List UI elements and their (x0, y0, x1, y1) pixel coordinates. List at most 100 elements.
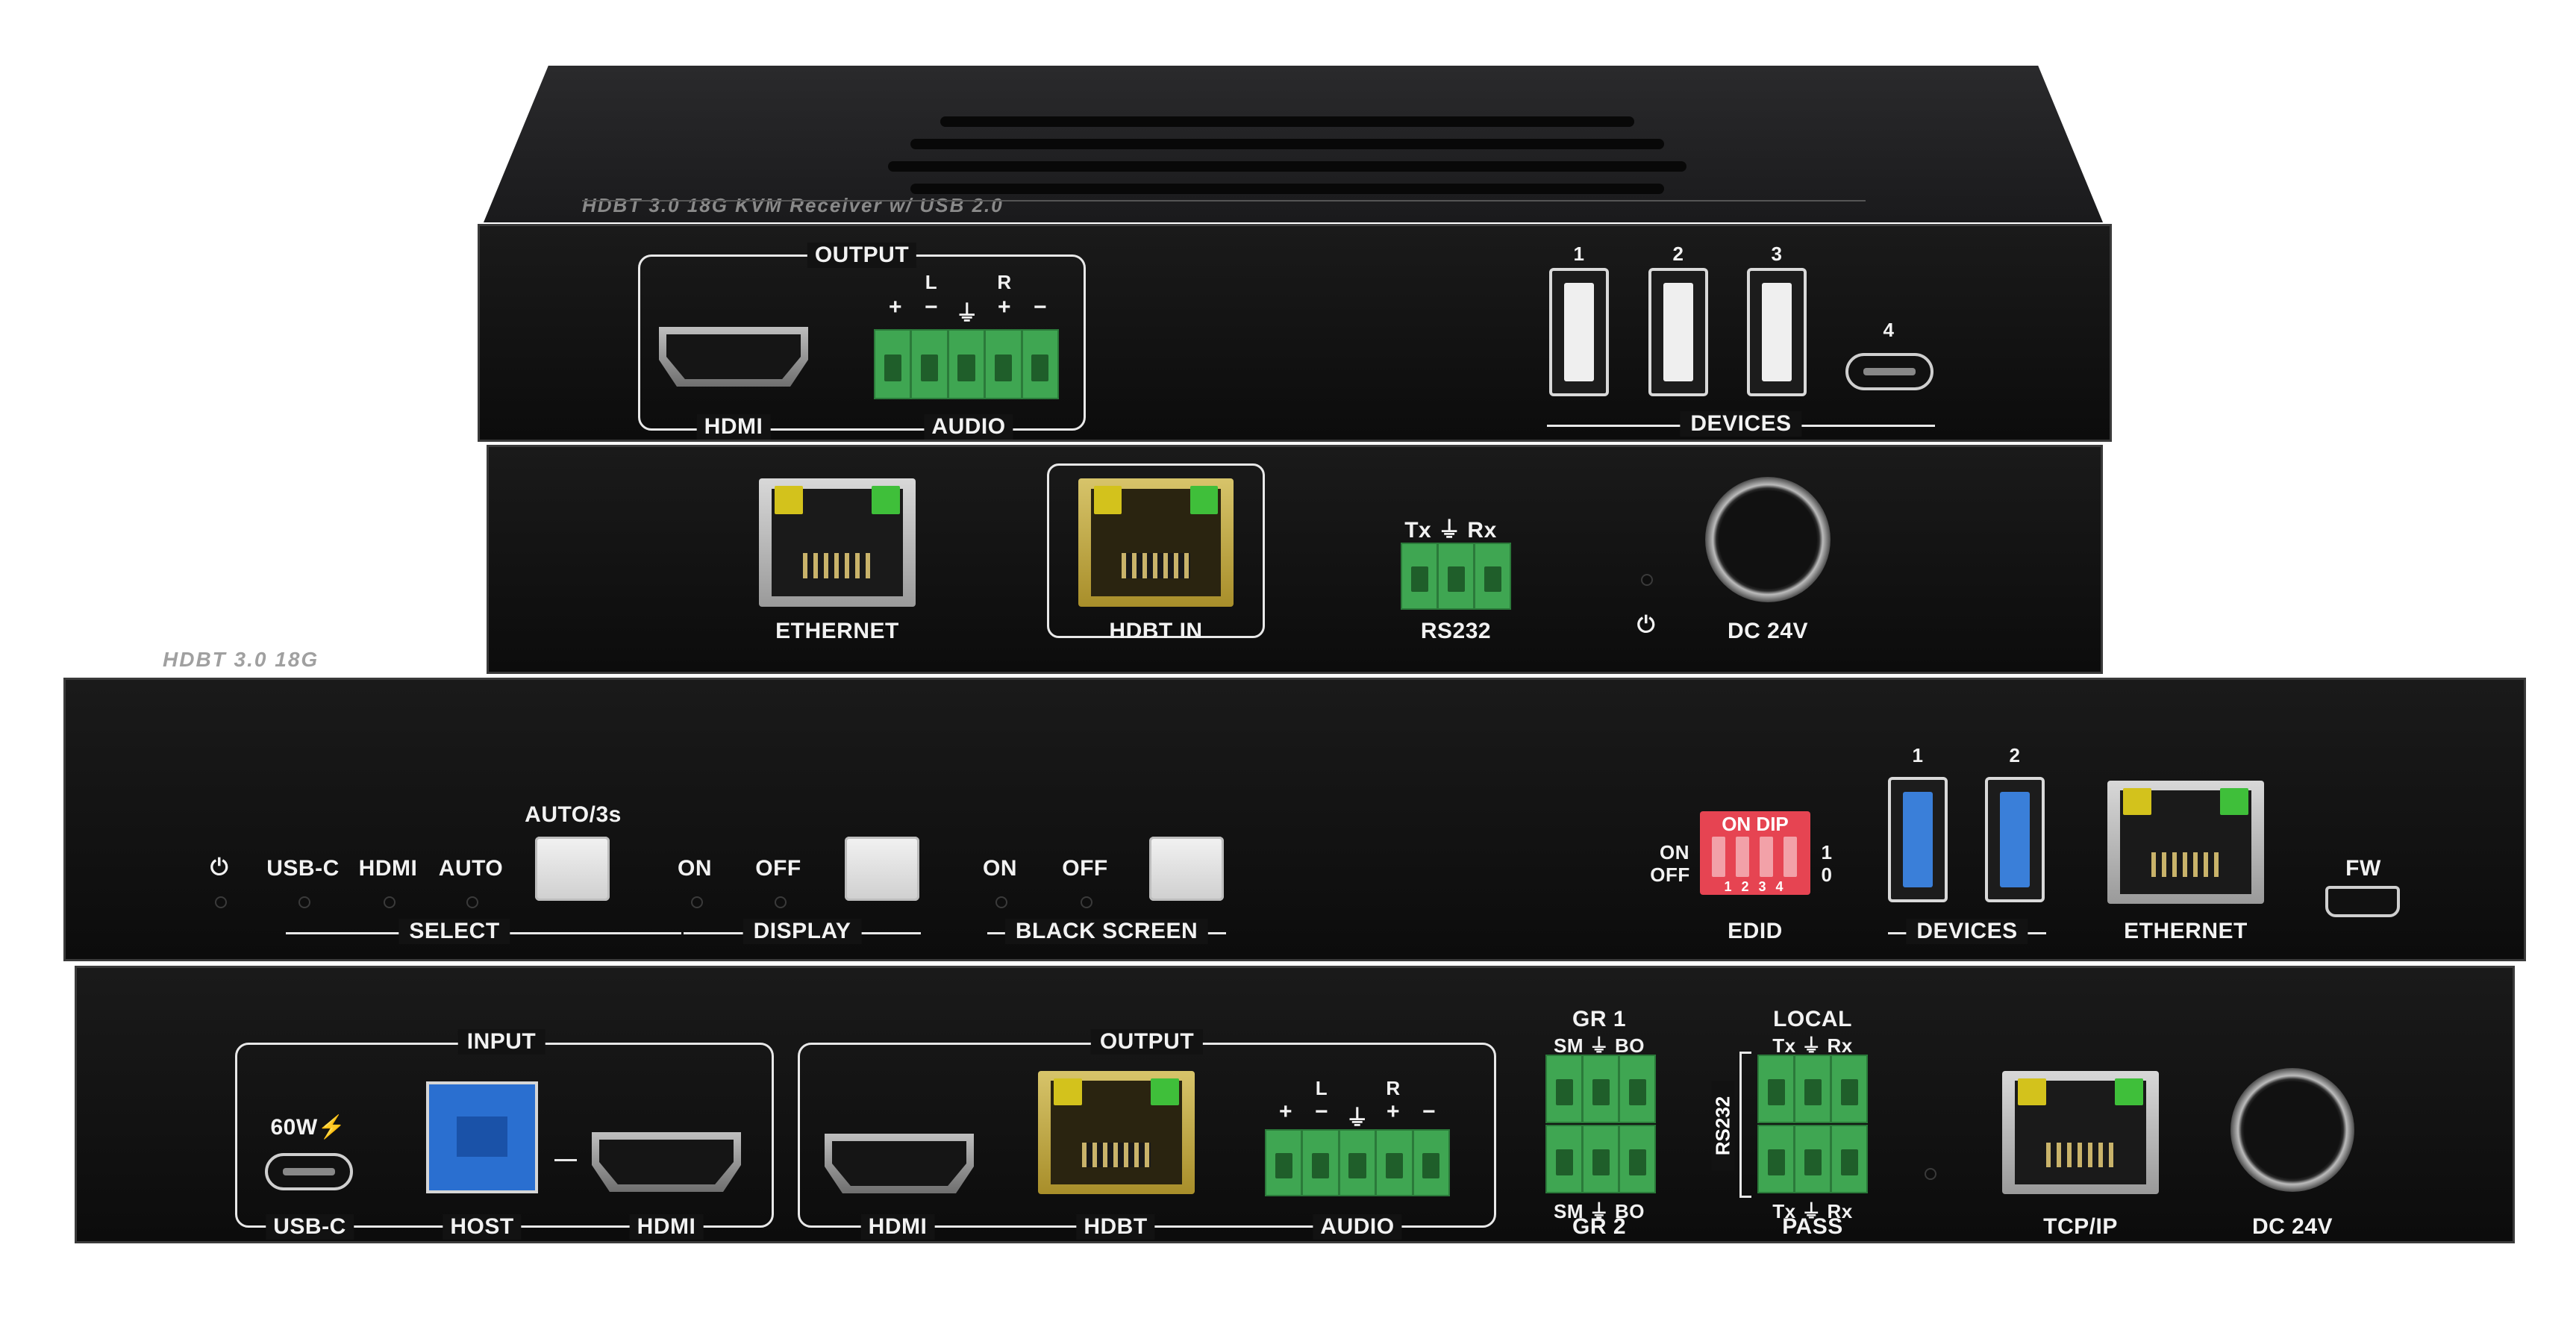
rs232-terminal-block[interactable] (1401, 543, 1511, 610)
audio-pin-4: + (997, 295, 1012, 319)
black-off-label: OFF (1062, 856, 1108, 881)
rs232-label: RS232 (1420, 619, 1492, 643)
audio-label: AUDIO (924, 414, 1013, 440)
audio-R-mark: R (997, 271, 1012, 293)
rs232-pins: Tx ⏚ Rx (1404, 518, 1497, 543)
front-usb-number-1: 1 (1912, 744, 1924, 766)
audio-pin-2: − (924, 295, 939, 319)
dip-off-label: OFF (1650, 863, 1690, 886)
audio-L-mark: L (925, 271, 938, 293)
watt-label: 60W⚡ (270, 1115, 346, 1140)
usb-number-1: 1 (1573, 243, 1585, 265)
dip-1-label: 1 (1821, 841, 1833, 863)
auto-select-label: AUTO (438, 856, 504, 881)
usbc-input-label: USB-C (266, 1214, 354, 1240)
display-button[interactable] (845, 837, 919, 901)
tx-audio-terminal-block[interactable] (1265, 1129, 1450, 1196)
power-led-front (215, 896, 227, 908)
edid-dip-switch[interactable]: ON DIP 1 2 3 4 (1700, 811, 1810, 895)
hdmi-output-label: HDMI (860, 1214, 935, 1240)
ethernet-port[interactable] (759, 478, 916, 607)
hdbt-in-port[interactable] (1078, 478, 1234, 607)
usbc-device-port-4[interactable] (1845, 353, 1933, 390)
black-on-label: ON (983, 856, 1017, 881)
edid-label: EDID (1728, 919, 1783, 943)
local-label: LOCAL (1773, 1007, 1852, 1031)
hdmi-label: HDMI (696, 414, 771, 440)
front-ethernet-port[interactable] (2107, 781, 2264, 904)
fw-label: FW (2345, 856, 2381, 881)
usb-number-2: 2 (1672, 243, 1684, 265)
front-ethernet-label: ETHERNET (2124, 919, 2248, 943)
receiver-unit: HDBT 3.0 18G KVM Receiver w/ USB 2.0 OUT… (478, 66, 2112, 674)
front-usb-port-2[interactable] (1985, 777, 2045, 902)
tx-audio-pin-2: − (1314, 1099, 1329, 1124)
front-devices-label: DEVICES (1906, 919, 2028, 944)
tcpip-label: TCP/IP (2043, 1214, 2118, 1239)
hdbt-output-label: HDBT (1076, 1214, 1155, 1240)
audio-terminal-block[interactable] (874, 329, 1059, 399)
input-title: INPUT (457, 1029, 545, 1055)
dip-numbers: 1 2 3 4 (1724, 879, 1786, 894)
black-on-led (995, 896, 1007, 908)
display-label: DISPLAY (743, 919, 862, 944)
rs232-vertical-label: RS232 (1711, 1081, 1735, 1171)
tx-audio-label: AUDIO (1313, 1214, 1402, 1240)
tx-dc-label: DC 24V (2251, 1214, 2333, 1239)
front-usb-port-1[interactable] (1888, 777, 1948, 902)
tx-dc-power-jack[interactable] (2230, 1068, 2354, 1192)
pass-label: PASS (1782, 1214, 1843, 1239)
receiver-vent (881, 116, 1701, 213)
hdmi-output-port[interactable] (825, 1134, 974, 1193)
fw-micro-usb-port[interactable] (2325, 886, 2400, 917)
usb-number-4: 4 (1883, 319, 1895, 341)
display-on-led (691, 896, 703, 908)
auto-led (466, 896, 478, 908)
output-title: OUTPUT (807, 243, 917, 268)
usb-number-3: 3 (1771, 243, 1783, 265)
gr2-terminal-block[interactable] (1545, 1125, 1656, 1193)
tx-audio-pin-5: − (1422, 1099, 1437, 1124)
tx-audio-pin-3: ⏚ (1345, 1106, 1369, 1131)
hdmi-out-port[interactable] (659, 327, 808, 387)
rs232-local-terminal[interactable] (1757, 1055, 1868, 1123)
dc-label: DC 24V (1727, 619, 1809, 643)
gr-pins-bottom: SM ⏚ BO (1554, 1200, 1645, 1222)
select-button[interactable] (535, 837, 610, 901)
hdbt-in-label: HDBT IN (1109, 619, 1203, 643)
front-usb-number-2: 2 (2009, 744, 2021, 766)
transmitter-rear-panel: INPUT 60W⚡ USB-C HOST HDMI OUTPUT L R + … (75, 966, 2515, 1243)
usb-device-port-3[interactable] (1747, 268, 1807, 396)
usbc-led (298, 896, 310, 908)
usb-device-port-1[interactable] (1549, 268, 1609, 396)
gr-pins-top: SM ⏚ BO (1554, 1034, 1645, 1057)
tx-audio-pin-1: + (1278, 1099, 1293, 1124)
hdmi-select-label: HDMI (358, 856, 418, 881)
ethernet-label: ETHERNET (775, 619, 899, 643)
hdbt-output-port[interactable] (1038, 1071, 1195, 1194)
tcpip-port[interactable] (2002, 1071, 2159, 1194)
transmitter-front-panel: ⏻ USB-C HDMI AUTO AUTO/3s SELECT ON OFF … (63, 678, 2526, 961)
rs232-pass-terminal[interactable] (1757, 1125, 1868, 1193)
black-screen-label: BLACK SCREEN (1004, 919, 1209, 944)
power-led (1641, 574, 1653, 586)
black-screen-button[interactable] (1149, 837, 1224, 901)
audio-pin-3: ⏚ (955, 302, 979, 326)
gr1-terminal-block[interactable] (1545, 1055, 1656, 1123)
usb-host-port[interactable] (426, 1081, 538, 1193)
dc-power-jack[interactable] (1705, 477, 1831, 602)
auto3s-label: AUTO/3s (525, 802, 622, 827)
audio-pin-1: + (888, 295, 903, 319)
usb-device-port-2[interactable] (1648, 268, 1708, 396)
receiver-front-panel: OUTPUT L R + − ⏚ + − HDMI AUDIO 1 2 3 4 … (478, 224, 2112, 442)
tx-audio-L: L (1315, 1077, 1328, 1099)
tx-power-led (1925, 1168, 1936, 1180)
tx-audio-R: R (1386, 1077, 1401, 1099)
usbc-input-port[interactable] (265, 1153, 353, 1190)
dip-on-label: ON (1660, 841, 1689, 863)
hdmi-input-port[interactable] (592, 1132, 741, 1192)
hdmi-led (384, 896, 396, 908)
receiver-rear-panel: ETHERNET HDBT IN Tx ⏚ Rx RS232 ⏻ DC 24V (487, 445, 2103, 674)
black-off-led (1081, 896, 1092, 908)
devices-label: DEVICES (1680, 411, 1802, 437)
